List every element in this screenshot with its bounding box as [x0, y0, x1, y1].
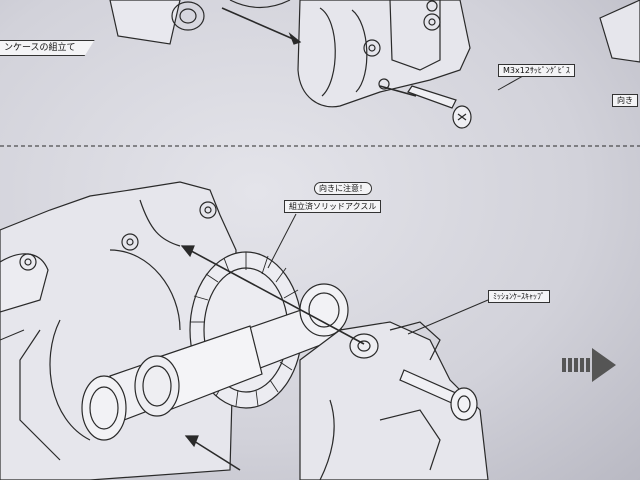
callout-solid-axle: 組立済ソリッドアクスル — [284, 200, 382, 213]
section-banner: ンケースの組立て — [0, 40, 95, 56]
top-gearcase-drawing — [109, 0, 472, 129]
next-step-arrow-icon — [562, 348, 616, 382]
bottom-gearbox-drawing — [0, 181, 489, 480]
right-edge-part — [599, 0, 640, 63]
callout-screw-top: M3x12ｻｯﾋﾟﾝｸﾞﾋﾞｽ — [498, 64, 575, 77]
callout-caution: 向きに注意！ — [314, 182, 372, 195]
callout-case-cap: ﾐｯｼｮﾝｹｰｽｷｬｯﾌﾟ — [488, 290, 550, 303]
callout-edge-right: 向き — [612, 94, 638, 107]
